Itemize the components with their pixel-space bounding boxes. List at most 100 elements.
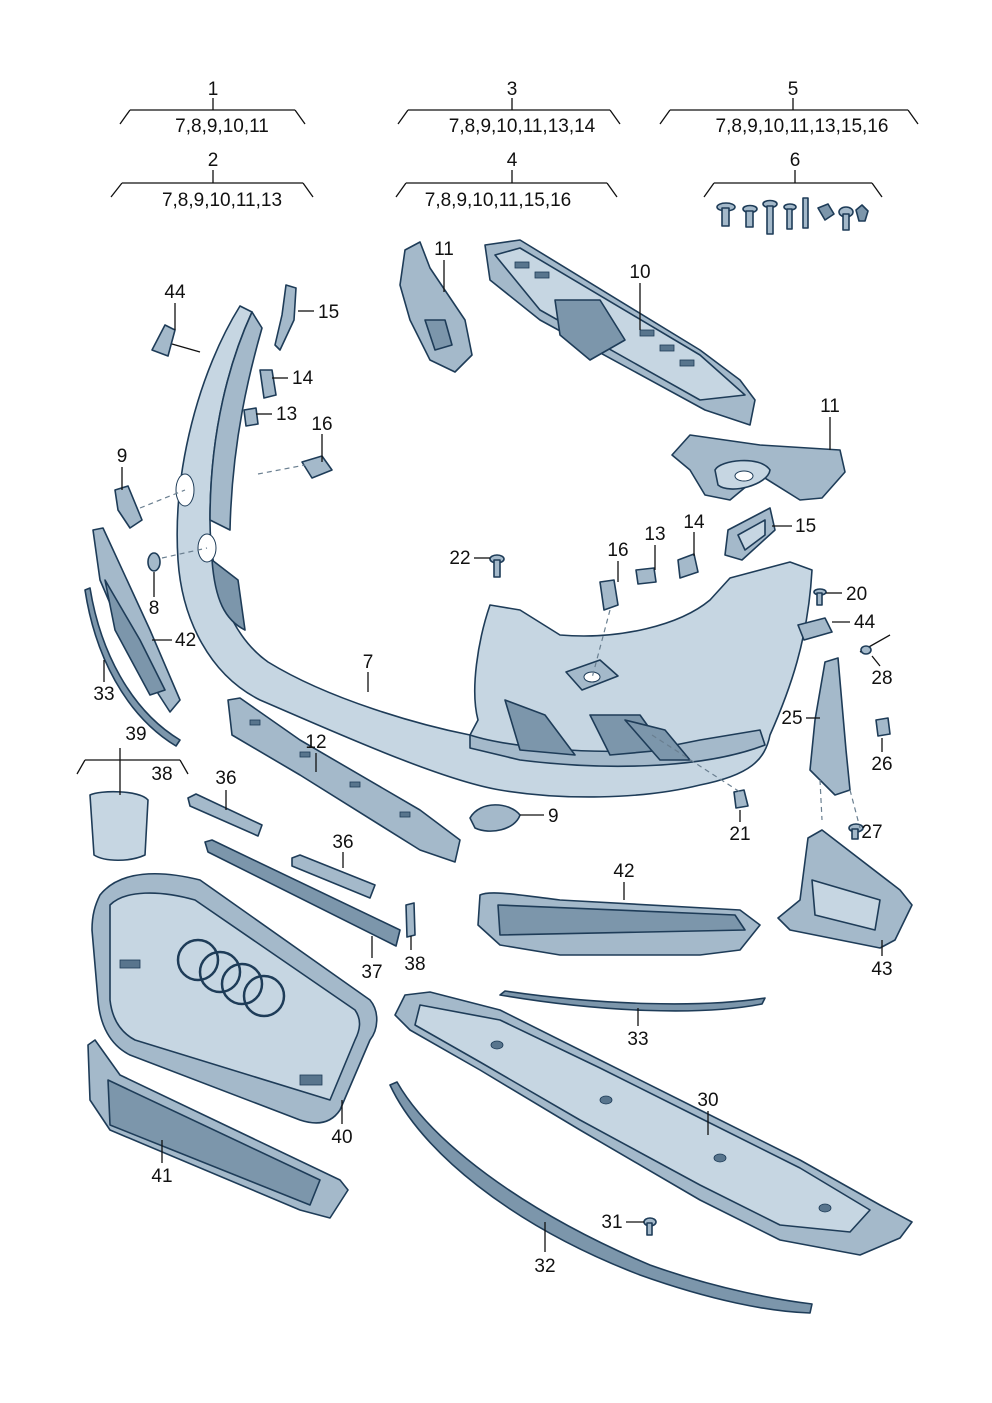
screw-31 — [643, 1217, 657, 1236]
callout-9-left: 9 — [117, 446, 128, 467]
group-1-members: 7,8,9,10,11 — [175, 116, 269, 137]
callout-36-upper: 36 — [215, 768, 236, 789]
callout-16-right: 16 — [607, 540, 628, 561]
callout-15-left: 15 — [318, 302, 339, 323]
clip-38 — [405, 902, 416, 938]
callout-39: 39 — [125, 724, 146, 745]
callout-21: 21 — [729, 824, 750, 845]
group-2-members: 7,8,9,10,11,13 — [162, 190, 282, 211]
group-headers: 1 7,8,9,10,11 2 7,8,9,10,11,13 3 7,8,9,1… — [110, 79, 919, 211]
left-mounting-bracket — [399, 241, 473, 373]
upper-strip-36 — [187, 793, 263, 837]
right-tow-eye-cover-9 — [469, 804, 521, 832]
callout-14-left: 14 — [292, 368, 314, 389]
callout-38: 38 — [404, 954, 425, 975]
callout-11-left: 11 — [434, 239, 454, 260]
callout-44-left: 44 — [164, 282, 186, 303]
callout-7: 7 — [363, 652, 374, 673]
right-bracket-15 — [724, 507, 776, 561]
left-plug — [147, 552, 161, 572]
callout-42-right: 42 — [613, 861, 634, 882]
group-5: 5 7,8,9,10,11,13,15,16 — [659, 79, 919, 137]
callout-32: 32 — [534, 1256, 555, 1277]
group-4: 4 7,8,9,10,11,15,16 — [395, 150, 618, 211]
callout-33-left: 33 — [93, 684, 114, 705]
callouts: 44 15 14 13 16 9 8 42 33 7 11 10 11 15 1… — [76, 239, 893, 1277]
lower-edge-strip — [389, 1081, 813, 1314]
callout-37: 37 — [361, 962, 382, 983]
callout-28: 28 — [871, 668, 892, 689]
callout-9-right: 9 — [548, 806, 559, 827]
callout-8: 8 — [149, 598, 160, 619]
right-lower-grille — [477, 892, 761, 956]
clip-26 — [875, 717, 891, 737]
left-clip-bracket — [259, 369, 277, 399]
upper-left-bracket — [274, 284, 297, 351]
right-support-25 — [809, 657, 851, 796]
callout-14-right: 14 — [683, 512, 705, 533]
group-1-number: 1 — [208, 79, 219, 100]
callout-44-right: 44 — [854, 612, 876, 633]
group-4-number: 4 — [507, 150, 518, 171]
callout-15-right: 15 — [795, 516, 816, 537]
left-cap — [151, 324, 201, 357]
right-guide-16 — [599, 579, 619, 611]
right-cap-44 — [797, 617, 833, 641]
callout-41: 41 — [151, 1166, 172, 1187]
callout-30: 30 — [697, 1090, 718, 1111]
group-5-number: 5 — [788, 79, 799, 100]
left-trim-strip — [84, 587, 181, 747]
callout-13-left: 13 — [276, 404, 297, 425]
callout-43: 43 — [871, 959, 892, 980]
clip-21 — [733, 789, 749, 809]
left-lower-grille — [92, 527, 181, 713]
callout-13-right: 13 — [644, 524, 665, 545]
callout-22: 22 — [449, 548, 470, 569]
screw-20 — [813, 588, 827, 606]
group-3: 3 7,8,9,10,11,13,14 — [397, 79, 621, 137]
group-6-number: 6 — [790, 150, 801, 171]
group-5-members: 7,8,9,10,11,13,15,16 — [716, 116, 889, 137]
underbody-guard — [394, 991, 913, 1256]
callout-42-left: 42 — [175, 630, 196, 651]
lower-grille-41 — [87, 1039, 349, 1219]
left-clip — [243, 407, 259, 427]
callout-10: 10 — [629, 262, 650, 283]
callout-11-right: 11 — [820, 396, 840, 417]
bumper-cover — [175, 305, 813, 798]
left-guide-piece — [301, 455, 333, 479]
callout-27: 27 — [861, 822, 882, 843]
group-3-number: 3 — [507, 79, 518, 100]
callout-36-lower: 36 — [332, 832, 353, 853]
right-clip-13 — [635, 567, 657, 585]
callout-16-left: 16 — [311, 414, 332, 435]
radiator-grille — [91, 872, 378, 1124]
callout-20: 20 — [846, 584, 867, 605]
trim-strip-37 — [204, 839, 401, 947]
callout-31: 31 — [601, 1212, 622, 1233]
callout-33-right: 33 — [627, 1029, 648, 1050]
group-6: 6 — [703, 150, 883, 198]
screw-22 — [489, 554, 505, 578]
group-2-number: 2 — [208, 150, 219, 171]
group-39-members: 38 — [151, 764, 172, 785]
callout-26: 26 — [871, 754, 892, 775]
callout-25: 25 — [781, 708, 802, 729]
right-trim-strip — [499, 990, 766, 1012]
callout-12: 12 — [305, 732, 326, 753]
right-mounting-bracket — [671, 434, 846, 501]
right-clip-14 — [677, 553, 699, 579]
group-2: 2 7,8,9,10,11,13 — [110, 150, 314, 211]
right-inner-cover — [777, 829, 913, 949]
group-3-members: 7,8,9,10,11,13,14 — [449, 116, 596, 137]
group-4-members: 7,8,9,10,11,15,16 — [425, 190, 572, 211]
lower-strip-36 — [291, 854, 376, 899]
pin-28 — [859, 634, 891, 655]
group-1: 1 7,8,9,10,11 — [119, 79, 306, 137]
fastener-set-icon — [716, 197, 869, 235]
lower-reinforcement — [227, 697, 461, 863]
callout-40: 40 — [331, 1127, 352, 1148]
left-tow-eye-cover — [114, 485, 143, 529]
repair-kit-bag — [89, 790, 149, 862]
